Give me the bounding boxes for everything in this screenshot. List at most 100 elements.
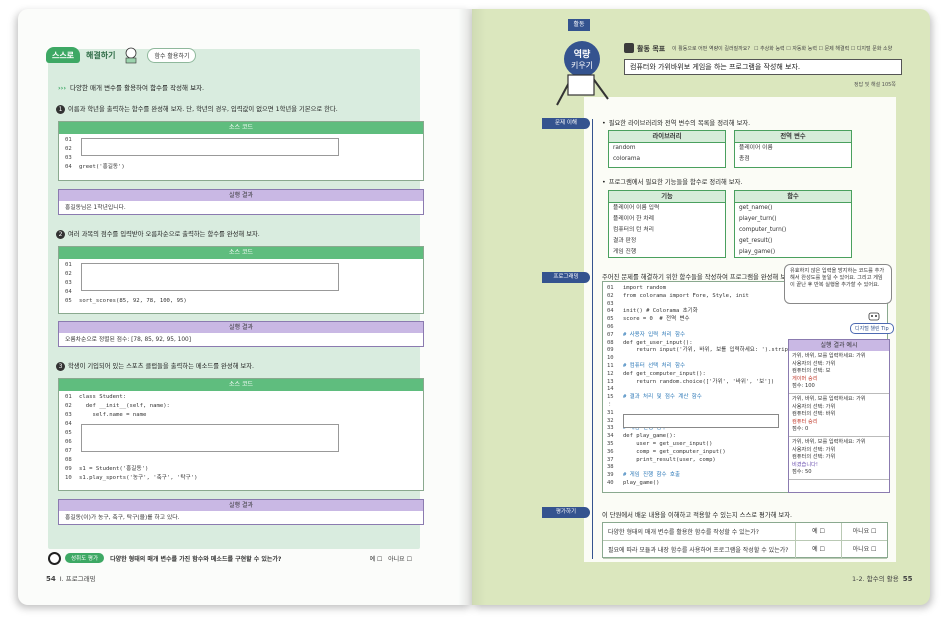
answer-note: 정답 및 해설 105쪽: [854, 82, 896, 88]
result-line: 점수: 0: [792, 426, 809, 433]
yes-checkbox[interactable]: 예 ☐: [795, 540, 841, 559]
ribbon-understand: 문제 이해: [542, 118, 590, 129]
answer-blank[interactable]: [81, 138, 339, 156]
goal-question: 이 활동으로 어떤 역량이 길러질까요?: [672, 46, 751, 52]
result-line: 사용자의 선택: 가위: [792, 446, 836, 453]
svg-text:키우기: 키우기: [571, 61, 593, 70]
answer-blank[interactable]: [81, 263, 339, 291]
code-line: 39# 게임 진행 함수 호출: [607, 472, 681, 479]
yes-checkbox[interactable]: 예 ☐: [795, 522, 841, 541]
assessment-question: 다양한 형태의 매개 변수를 가진 함수와 메소드를 구현할 수 있는가?: [110, 555, 282, 563]
code-line: 31: [607, 409, 614, 416]
ribbon-programming: 프로그래밍: [542, 272, 590, 283]
code-line: 07# 사용자 입력 처리 함수: [607, 331, 686, 338]
function-title: •프로그램에서 필요한 기능들을 함수로 정리해 보자.: [602, 179, 743, 186]
mascot-icon: 역량 키우기: [556, 41, 609, 106]
result-line: 비겼습니다!: [792, 461, 818, 468]
section-title: 해결하기: [86, 50, 116, 60]
result-line: 컴퓨터의 선택: 바위: [792, 411, 836, 418]
result-line: 컴퓨터의 선택: 보: [792, 368, 831, 375]
answer-blank[interactable]: [81, 424, 339, 452]
code-line: ⋮: [607, 401, 613, 408]
no-checkbox[interactable]: 아니요 ☐: [841, 522, 887, 541]
result-header: 실행 결과 예시: [789, 340, 889, 351]
code-line: greet('홍길동'): [79, 164, 125, 170]
programming-title: 주어진 문제를 해결하기 위한 함수들을 작성하여 프로그램을 완성해 보자.: [602, 274, 794, 281]
tip-label: 디지털 챌린 Tip: [850, 323, 894, 334]
result-box-3: 실행 결과 홍길동(이)가 농구, 축구, 탁구(을)를 하고 있다.: [58, 499, 424, 525]
textbook-spread: 스스로 해결하기 함수 활용하기 ›››다양한 매개 변수를 활용하여 함수를 …: [18, 9, 930, 605]
result-line: 점수: 100: [792, 383, 815, 390]
library-table: 라이브러리 random colorama: [608, 130, 726, 168]
code-line: 33# 게임 진행 함수: [607, 425, 667, 432]
assessment-options[interactable]: 예 ☐ 아니요 ☐: [369, 555, 412, 563]
result-line: 사용자의 선택: 가위: [792, 403, 836, 410]
code-line: 06: [607, 323, 614, 330]
code-header: 소스 코드: [59, 122, 423, 134]
code-line: 03: [607, 300, 614, 307]
feature-table: 기능 플레이어 이름 입력 플레이어 한 차례 컴퓨터의 턴 처리 결과 판정 …: [608, 190, 726, 258]
result-text: 홍길동님은 1학년입니다.: [65, 205, 126, 211]
result-line: 점수: 50: [792, 469, 812, 476]
result-line: 가위, 바위, 보를 입력하세요: 가위: [792, 353, 866, 359]
function-table: 함수 get_name() player_turn() computer_tur…: [734, 190, 852, 258]
target-icon: [48, 551, 61, 565]
evaluation-row: 필요에 따라 모듈과 내장 함수를 사용하여 프로그램을 작성할 수 있는가?예…: [603, 540, 887, 559]
timeline-line: [592, 119, 593, 559]
evaluation-row: 다양한 형태의 매개 변수를 활용한 함수를 작성할 수 있는가?예 ☐아니요 …: [603, 522, 887, 541]
activity-tag: 활동: [568, 19, 590, 31]
result-line: 사용자의 선택: 가위: [792, 360, 836, 367]
right-page: 활동 역량 키우기 활동 목표 이 활동으로 어떤 역량이 길러질까요? ☐ 추…: [472, 9, 930, 605]
code-line: 10: [607, 355, 614, 362]
result-box-1: 실행 결과 홍길동님은 1학년입니다.: [58, 189, 424, 215]
code-line: sort_scores(85, 92, 78, 100, 95): [79, 298, 187, 304]
result-text: 홍길동(이)가 농구, 축구, 탁구(을)를 하고 있다.: [65, 515, 180, 521]
code-line: 11# 컴퓨터 선택 처리 함수: [607, 362, 686, 369]
intro-text: ›››다양한 매개 변수를 활용하여 함수를 작성해 보자.: [58, 84, 205, 92]
goal-text: 컴퓨터와 가위바위보 게임을 하는 프로그램을 작성해 보자.: [624, 59, 902, 75]
code-line: 38: [607, 464, 614, 471]
evaluation-table: 다양한 형태의 매개 변수를 활용한 함수를 작성할 수 있는가?예 ☐아니요 …: [602, 522, 888, 559]
result-line: 컴퓨터의 선택: 가위: [792, 454, 836, 461]
self-assessment: 성취도 평가 다양한 형태의 매개 변수를 가진 함수와 메소드를 구현할 수 …: [48, 551, 420, 565]
left-page: 스스로 해결하기 함수 활용하기 ›››다양한 매개 변수를 활용하여 함수를 …: [18, 9, 472, 605]
svg-text:역량: 역량: [574, 48, 591, 60]
goal-options[interactable]: ☐ 추상화 능력 ☐ 자동화 능력 ☐ 문제 해결력 ☐ 디지털 문화 소양: [754, 46, 893, 52]
assessment-badge: 성취도 평가: [65, 553, 105, 563]
section-logo: 스스로: [46, 47, 80, 63]
no-checkbox[interactable]: 아니요 ☐: [841, 540, 887, 559]
result-text: 오름차순으로 정렬된 점수: [78, 85, 92, 95, 100]: [65, 337, 191, 343]
ribbon-evaluate: 평가하기: [542, 507, 590, 518]
code-line: 35 user = get_user_input(): [607, 440, 713, 447]
topic-tag: 함수 활용하기: [147, 47, 197, 63]
code-line: 09 return input('가위, 바위, 보를 입력하세요: ').st…: [607, 347, 795, 354]
result-line: 컴퓨터 승리: [792, 418, 818, 425]
section-header: 스스로 해결하기 함수 활용하기: [46, 45, 197, 65]
evaluation-title: 이 단원에서 배운 내용을 이해하고 적용할 수 있는지 스스로 평가해 보자.: [602, 512, 793, 519]
code-line: 37 print_result(user, comp): [607, 456, 716, 463]
code-line: 13 return random.choice(['가위', '바위', '보'…: [607, 378, 775, 385]
tip-bubble: 유효하지 않은 입력을 방지하는 코드를 추가해서 완성도를 높일 수 있어요.…: [784, 264, 892, 304]
result-line: 게이머 승리: [792, 375, 818, 382]
result-box-2: 실행 결과 오름차순으로 정렬된 점수: [78, 85, 92, 95, 10…: [58, 321, 424, 347]
goal-heading: 활동 목표: [624, 43, 665, 54]
answer-blank[interactable]: [623, 414, 779, 428]
